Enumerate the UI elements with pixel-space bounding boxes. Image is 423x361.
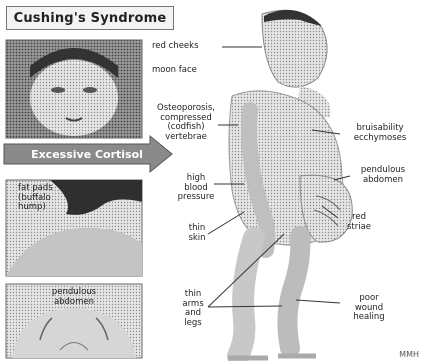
label-thin-skin: thin skin: [182, 224, 212, 243]
label-fat-pads: fat pads (buffalo hump): [18, 184, 53, 213]
label-thin-arms-legs: thin arms and legs: [178, 290, 208, 328]
label-moon-face: moon face: [152, 66, 197, 76]
label-pendulous-abdomen-right: pendulous abdomen: [348, 166, 418, 185]
label-poor-wound-healing: poor wound healing: [340, 294, 398, 323]
label-bruisability: bruisability ecchymoses: [342, 124, 418, 143]
label-high-blood-pressure: high blood pressure: [176, 174, 216, 203]
credit-mark: MMH: [399, 350, 419, 359]
label-osteoporosis: Osteoporosis, compressed (codfish) verte…: [150, 104, 222, 142]
excessive-cortisol-label: Excessive Cortisol: [22, 148, 152, 162]
label-red-striae: red striae: [334, 213, 384, 232]
diagram-title: Cushing's Syndrome: [6, 6, 174, 30]
label-red-cheeks: red cheeks: [152, 42, 199, 52]
patient-figure: [228, 10, 352, 358]
label-pendulous-abdomen-left: pendulous abdomen: [34, 288, 114, 307]
moon-face-photo: [6, 40, 142, 138]
